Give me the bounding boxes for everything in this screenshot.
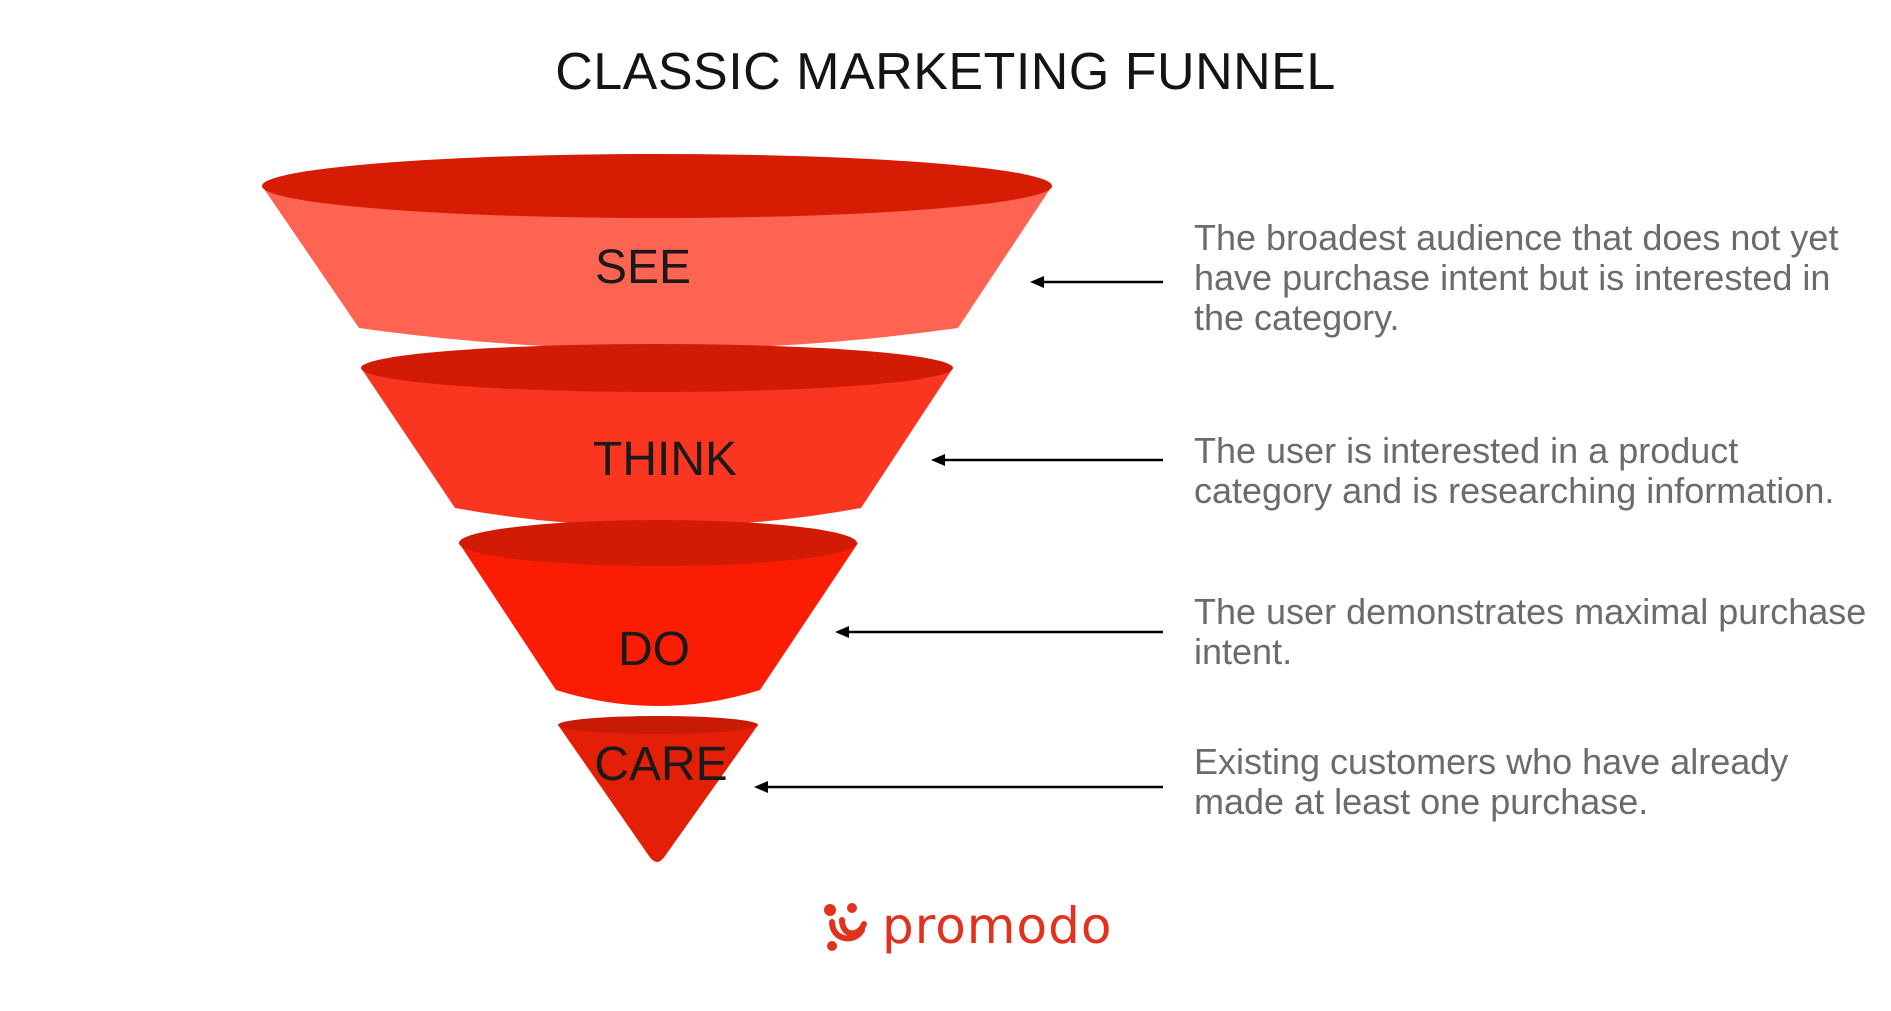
arrow-head-icon xyxy=(1030,276,1044,288)
funnel-segment-do xyxy=(459,543,858,706)
stage-description-think: The user is interested in a product cate… xyxy=(1194,430,1835,511)
arrow-care xyxy=(754,781,1163,793)
brand-name: promodo xyxy=(882,897,1113,955)
funnel-rim-care xyxy=(558,716,758,734)
arrow-head-icon xyxy=(931,454,945,466)
stage-label-see: SEE xyxy=(595,241,691,294)
stage-description-care: Existing customers who have already made… xyxy=(1194,741,1789,822)
funnel-stage-do: DO xyxy=(459,520,858,706)
promodo-logo-icon xyxy=(824,903,867,951)
arrow-head-icon xyxy=(754,781,768,793)
funnel-segment-care xyxy=(558,725,758,862)
brand-logo: promodo xyxy=(818,896,1112,956)
funnel-rim-do xyxy=(459,520,857,566)
funnel-segment-see xyxy=(262,186,1052,349)
funnel-rim-see xyxy=(262,154,1052,218)
arrow-see xyxy=(1030,276,1163,288)
funnel-stage-think: THINK xyxy=(361,344,953,527)
stage-label-think: THINK xyxy=(593,433,737,486)
page-title: CLASSIC MARKETING FUNNEL xyxy=(555,43,1336,101)
funnel-rim-think xyxy=(361,344,953,392)
funnel-stage-care: CARE xyxy=(558,716,758,862)
stage-description-do: The user demonstrates maximal purchase i… xyxy=(1194,591,1867,672)
stage-label-care: CARE xyxy=(594,738,727,791)
arrow-head-icon xyxy=(835,626,849,638)
stage-description-see: The broadest audience that does not yet … xyxy=(1194,217,1839,338)
funnel-stage-see: SEE xyxy=(262,154,1052,349)
stage-label-do: DO xyxy=(618,623,690,676)
arrow-think xyxy=(931,454,1163,466)
funnel-segment-think xyxy=(361,368,953,527)
arrow-do xyxy=(835,626,1163,638)
